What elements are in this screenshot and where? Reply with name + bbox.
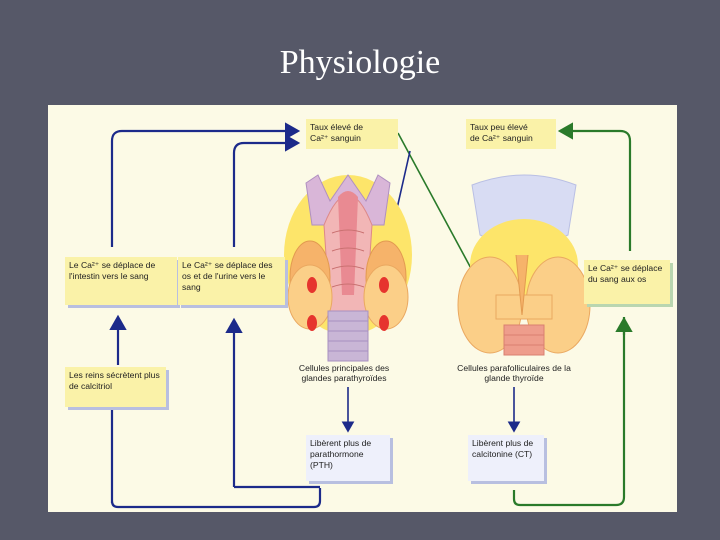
low-calcium-line1: Taux peu élevé [470,122,528,132]
low-calcium-line2: de Ca²⁺ sanguin [470,133,533,143]
calcium-regulation-diagram: Taux élevé de Ca²⁺ sanguin Taux peu élev… [48,105,677,512]
green-feedback-arrows [512,122,632,507]
thyroid-illustration [457,174,591,356]
high-calcium-line2: Ca²⁺ sanguin [310,133,361,143]
slide-title: Physiologie [279,44,441,81]
thyroid-caption: Cellules parafolliculaires de la glande … [452,363,576,383]
high-calcium-line1: Taux élevé de [310,122,364,132]
intestine-to-blood-box: Le Ca²⁺ se déplace de l'intestin vers le… [65,257,177,305]
blood-to-bones-box: Le Ca²⁺ se déplace du sang aux os [584,260,670,304]
blue-feedback-arrows [109,122,322,509]
ct-release-box: Libèrent plus de calcitonine (CT) [468,435,544,481]
diagram-graphics [109,122,633,509]
parathyroid-illustration [284,174,412,362]
low-calcium-label: Taux peu élevé de Ca²⁺ sanguin [466,119,556,149]
pth-release-box: Libèrent plus de parathormone (PTH) [306,435,390,481]
high-calcium-label: Taux élevé de Ca²⁺ sanguin [306,119,398,149]
bones-urine-to-blood-box: Le Ca²⁺ se déplace des os et de l'urine … [178,257,285,305]
kidneys-calcitriol-box: Les reins sécrètent plus de calcitriol [65,367,166,407]
parathyroid-caption: Cellules principales des glandes parathy… [284,363,404,383]
